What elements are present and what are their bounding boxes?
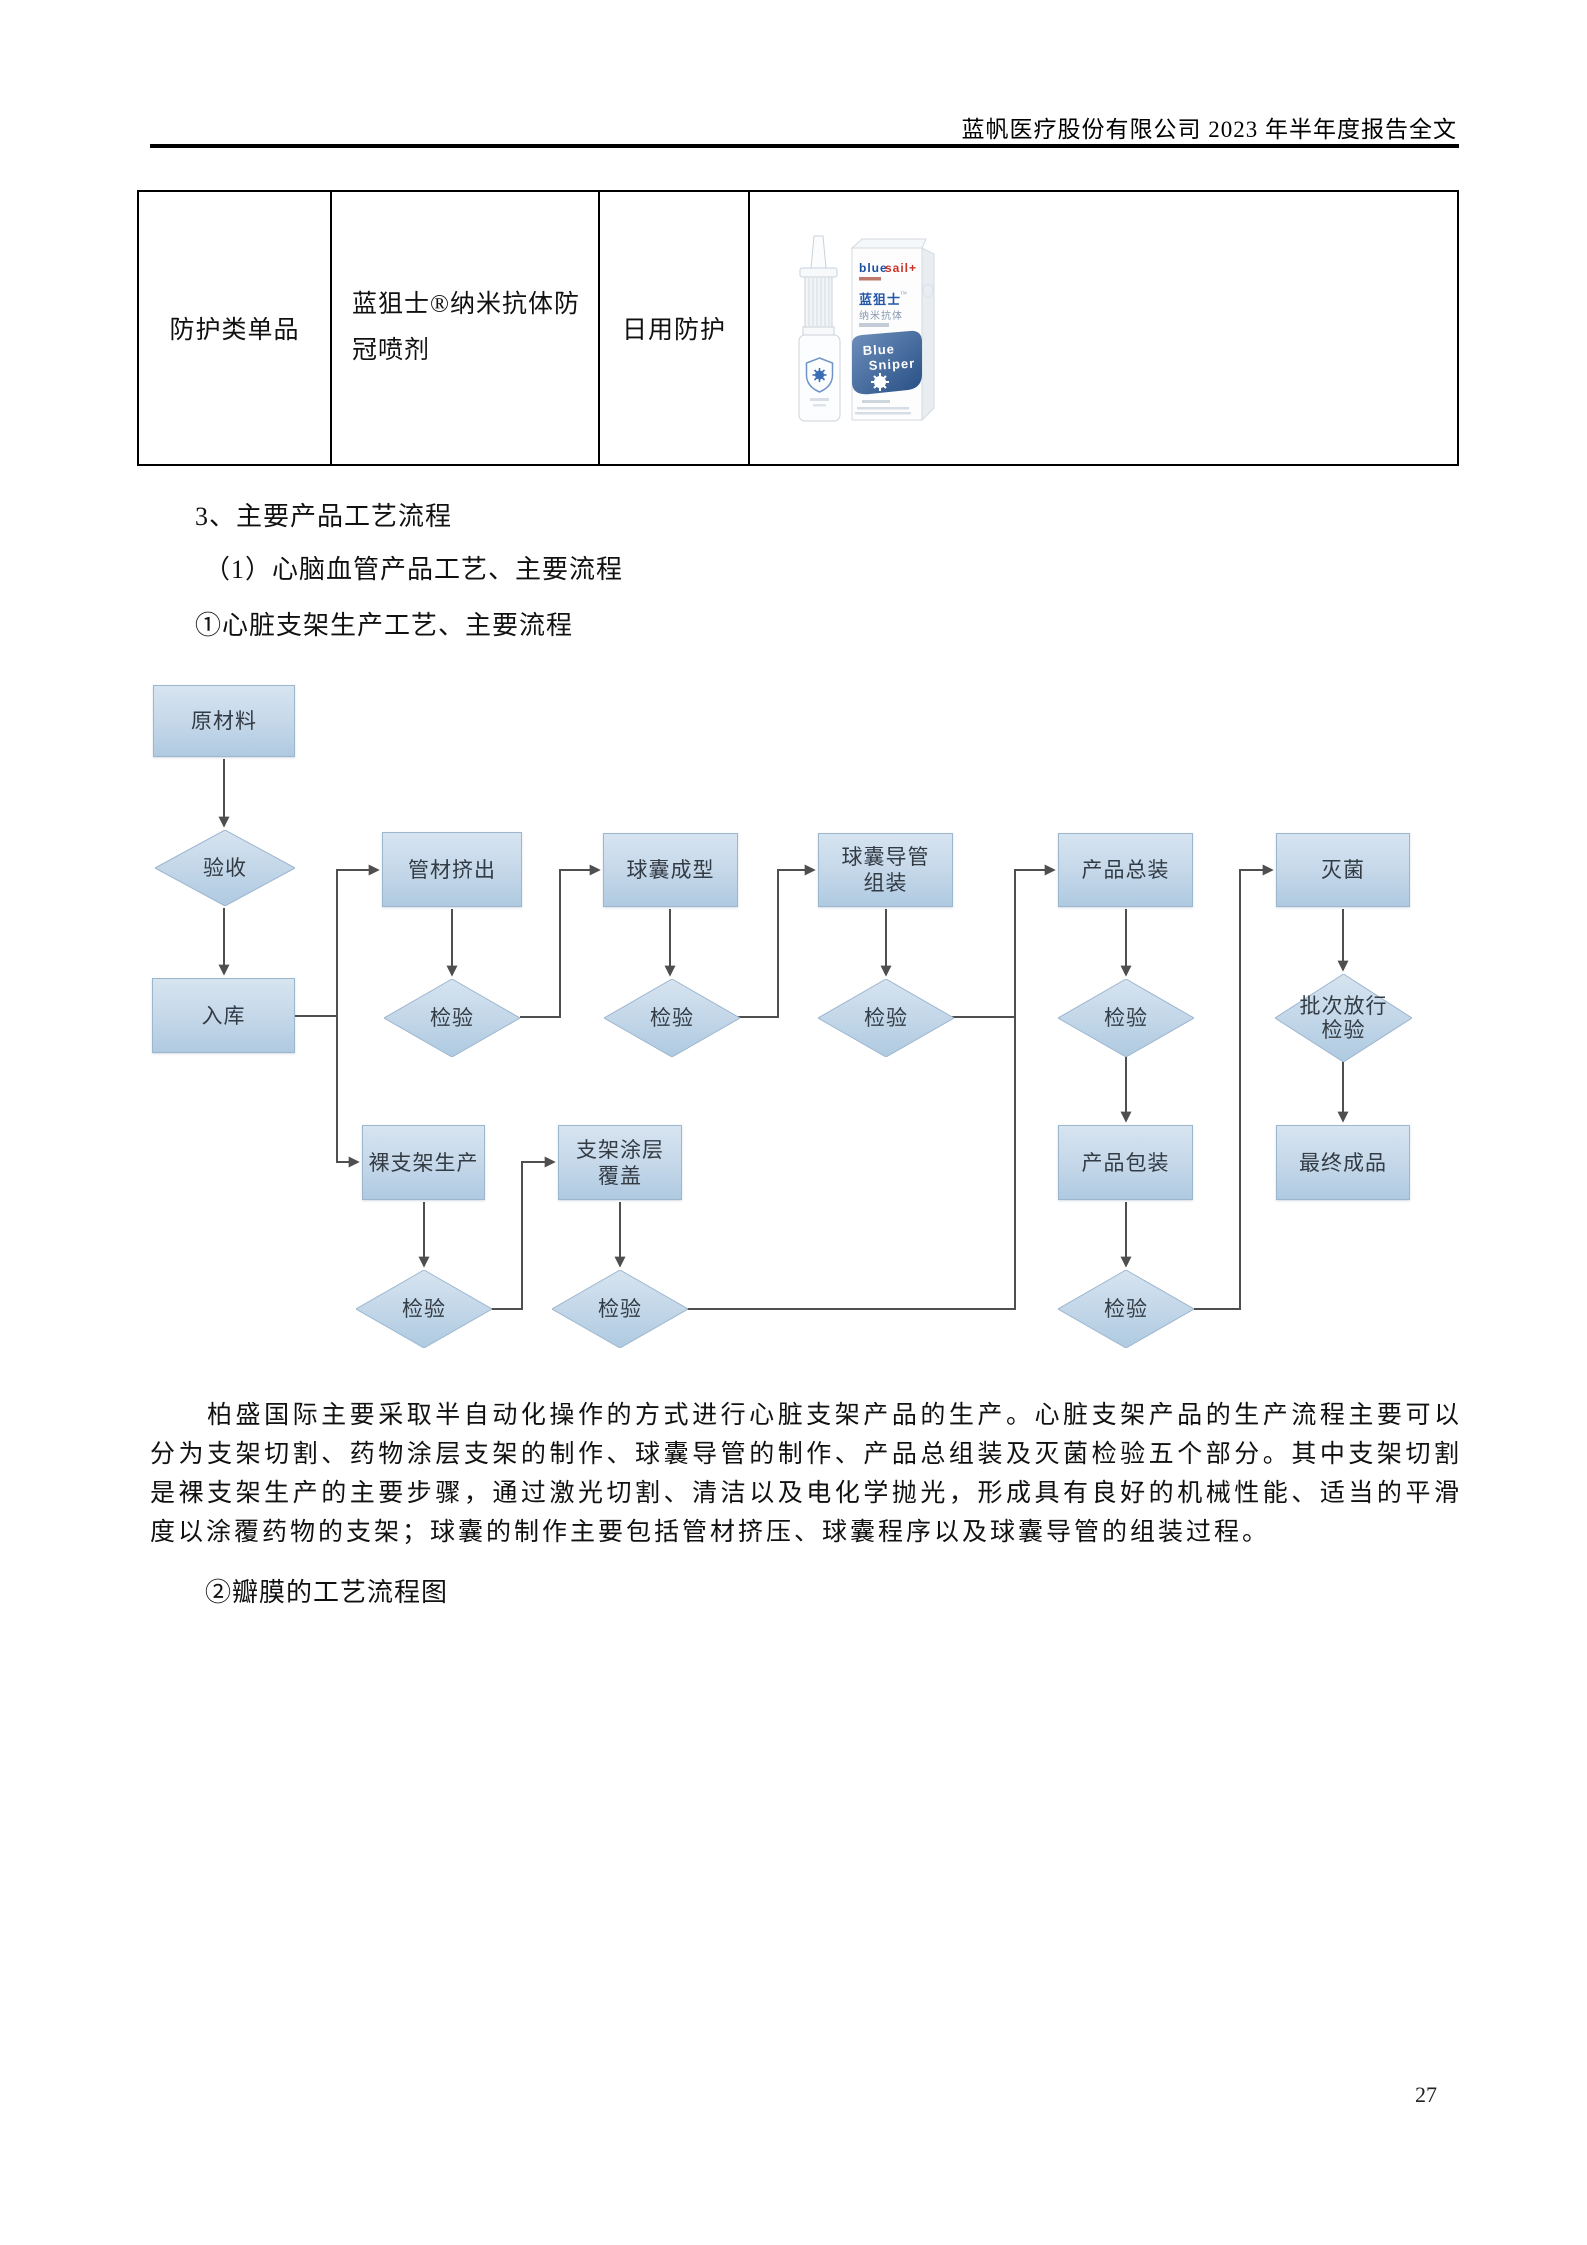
flow-node-inspection-4: 检验 — [1058, 979, 1194, 1057]
heading-sub2: ①心脏支架生产工艺、主要流程 — [195, 611, 574, 640]
flow-node-raw-material: 原材料 — [153, 685, 295, 757]
flow-node-tube-extrusion: 管材挤出 — [382, 832, 522, 907]
flow-node-batch-release-inspection: 批次放行 检验 — [1275, 974, 1412, 1062]
heading-section: 3、主要产品工艺流程 — [195, 502, 453, 531]
box-subtitle-cn: 纳米抗体 — [859, 309, 903, 322]
box-fineprint-bar — [862, 400, 890, 403]
product-box: blue sail+ 蓝狙士 ™ 纳米抗体 Blue Sniper — [850, 238, 935, 422]
flow-node-inspection-7: 检验 — [1058, 1270, 1194, 1348]
flow-node-product-assembly: 产品总装 — [1058, 833, 1193, 907]
box-fineprint-bar — [857, 407, 909, 410]
box-fineprint-bar — [859, 277, 881, 281]
cell-product-category: 防护类单品 — [139, 192, 332, 464]
box-name-en-2: Sniper — [868, 356, 915, 373]
header-rule — [150, 144, 1459, 148]
box-product-name-cn: 蓝狙士 — [859, 292, 901, 307]
body-paragraph: 柏盛国际主要采取半自动化操作的方式进行心脏支架产品的生产。心脏支架产品的生产流程… — [150, 1402, 1462, 1546]
brand-logo-blue: blue — [859, 261, 888, 275]
flow-node-balloon-forming: 球囊成型 — [603, 833, 738, 907]
flow-node-acceptance: 验收 — [155, 830, 295, 906]
product-packshot-image: blue sail+ 蓝狙士 ™ 纳米抗体 Blue Sniper — [798, 235, 935, 422]
box-trademark: ™ — [900, 290, 908, 298]
heading-sub3: ②瓣膜的工艺流程图 — [205, 1578, 449, 1607]
flow-node-inspection-6: 检验 — [552, 1270, 688, 1348]
heading-sub1: （1）心脑血管产品工艺、主要流程 — [204, 555, 624, 584]
flow-node-stent-coating: 支架涂层 覆盖 — [558, 1125, 682, 1200]
bottle-fineprint-bar — [810, 398, 829, 401]
flow-node-product-packaging: 产品包装 — [1058, 1125, 1193, 1200]
box-blue-blob — [852, 330, 922, 395]
flow-node-final-product: 最终成品 — [1276, 1125, 1410, 1200]
shield-icon — [805, 357, 834, 393]
flow-node-inspection-2: 检验 — [604, 979, 740, 1057]
flow-node-balloon-catheter-assembly: 球囊导管 组装 — [818, 833, 953, 907]
flow-node-sterilization: 灭菌 — [1276, 833, 1410, 907]
box-fineprint-bar — [855, 412, 911, 415]
cell-product-name: 蓝狙士®纳米抗体防冠喷剂 — [332, 192, 600, 464]
flow-node-inspection-5: 检验 — [356, 1270, 492, 1348]
spray-bottle — [798, 235, 841, 422]
flow-node-bare-stent-production: 裸支架生产 — [362, 1125, 485, 1200]
bottle-fineprint-bar — [813, 404, 826, 407]
box-fineprint-bar — [859, 323, 889, 327]
virus-icon — [812, 368, 827, 382]
cell-product-image: blue sail+ 蓝狙士 ™ 纳米抗体 Blue Sniper — [750, 192, 1457, 464]
flow-node-inspection-3: 检验 — [818, 979, 954, 1057]
brand-logo-sail: sail+ — [885, 261, 917, 275]
flow-node-warehousing: 入库 — [152, 978, 295, 1053]
report-header-title: 蓝帆医疗股份有限公司 2023 年半年度报告全文 — [961, 117, 1457, 142]
box-name-en-1: Blue — [862, 341, 895, 358]
product-table: 防护类单品 蓝狙士®纳米抗体防冠喷剂 日用防护 blue sail+ — [137, 190, 1459, 466]
cell-product-usage: 日用防护 — [600, 192, 750, 464]
virus-icon — [871, 373, 889, 391]
page-number: 27 — [1415, 2082, 1437, 2107]
flow-node-inspection-1: 检验 — [384, 979, 520, 1057]
